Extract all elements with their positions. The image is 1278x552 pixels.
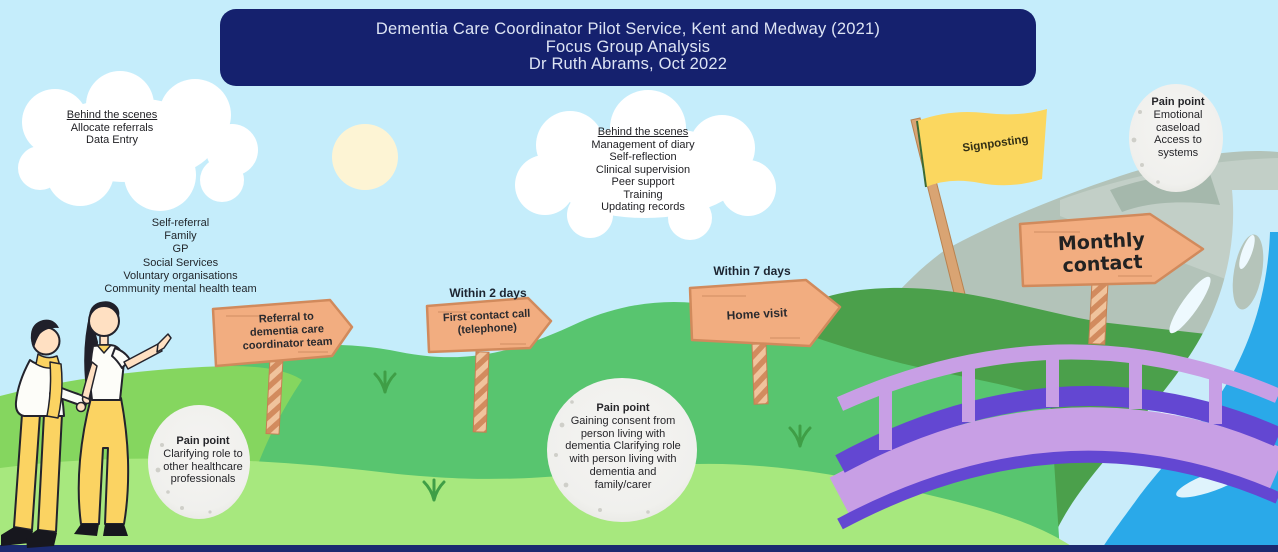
pain-point-stones	[148, 84, 1223, 522]
cloud-middle-item: Peer support	[611, 176, 675, 188]
bridge-underside	[837, 450, 1278, 530]
signpost-monthly-contact	[1018, 212, 1205, 345]
cloud-middle-heading: Behind the scenes	[597, 126, 689, 138]
referral-source-item: Self-referral	[151, 217, 210, 229]
bridge-balusters	[879, 357, 1222, 450]
bridge-deck	[829, 407, 1278, 517]
pain-point-heading: Pain point	[1151, 96, 1205, 108]
sign-label-referral: Referral to dementia care coordinator te…	[242, 310, 333, 353]
cloud-left-text: Behind the scenes Allocate referrals Dat…	[52, 109, 172, 147]
grass-tufts	[373, 370, 812, 502]
signposting-flag	[910, 109, 1047, 302]
signpost-first-contact-post	[472, 351, 490, 433]
pain-point-stone-right	[1129, 84, 1223, 192]
pain-point-heading: Pain point	[596, 402, 650, 414]
title-line-3: Dr Ruth Abrams, Oct 2022	[528, 55, 728, 74]
signpost-home-visit-post	[751, 343, 769, 405]
cloud-middle-item: Clinical supervision	[595, 163, 691, 176]
cloud-middle-item: Management of diary	[591, 138, 695, 151]
pain-point-middle: Pain point Gaining consent from person l…	[562, 402, 684, 492]
pain-point-body: Clarifying role to other healthcare prof…	[163, 447, 243, 486]
sun	[332, 124, 398, 190]
cloud-middle-text: Behind the scenes Management of diary Se…	[583, 126, 703, 214]
pain-point-heading: Pain point	[176, 435, 230, 447]
woman-figure	[74, 301, 172, 536]
cloud-middle-item: Self-reflection	[609, 151, 677, 163]
pain-point-stone-left	[148, 405, 250, 519]
cloud-middle	[515, 90, 776, 240]
referral-sources-list: Self-referral Family GP Social Services …	[88, 217, 273, 296]
timing-within-7-days: Within 7 days	[713, 264, 791, 278]
referral-source-item: Social Services	[142, 256, 219, 269]
title-line-2: Focus Group Analysis	[545, 37, 711, 56]
referral-source-item: Voluntary organisations	[123, 269, 238, 282]
cloud-middle-item: Training	[623, 188, 663, 201]
people-illustration	[1, 301, 172, 548]
bridge	[829, 344, 1278, 530]
cloud-middle-item: Updating records	[601, 201, 685, 213]
cloud-left-heading: Behind the scenes	[66, 109, 158, 121]
pain-point-body: Gaining consent from person living with …	[565, 414, 681, 491]
foreground-hill	[0, 458, 1080, 552]
title-line-1: Dementia Care Coordinator Pilot Service,…	[375, 20, 881, 39]
pain-point-left: Pain point Clarifying role to other heal…	[158, 435, 248, 486]
title-banner: Dementia Care Coordinator Pilot Service,…	[220, 9, 1036, 86]
referral-source-item: Community mental health team	[104, 283, 257, 296]
signpost-first-contact	[425, 296, 553, 433]
timing-within-2-days: Within 2 days	[449, 286, 527, 300]
sign-label-monthly-contact: Monthly contact	[1057, 228, 1146, 278]
cloud-left-item: Data Entry	[86, 134, 138, 146]
signpost-referral	[211, 298, 354, 435]
signpost-home-visit	[688, 278, 842, 405]
pain-point-body: Emotional caseload Access to systems	[1153, 108, 1203, 160]
pain-point-stone-middle	[547, 378, 697, 522]
bottom-border-strip	[0, 545, 1278, 552]
flag-cloth	[917, 109, 1047, 187]
referral-source-item: GP	[172, 243, 189, 256]
pain-point-right: Pain point Emotional caseload Access to …	[1138, 96, 1218, 160]
signpost-monthly-contact-post	[1088, 281, 1109, 345]
bridge-rail	[836, 344, 1278, 411]
referral-source-item: Family	[164, 230, 197, 243]
cloud-left-item: Allocate referrals	[70, 121, 154, 134]
cloud-left	[18, 71, 258, 211]
